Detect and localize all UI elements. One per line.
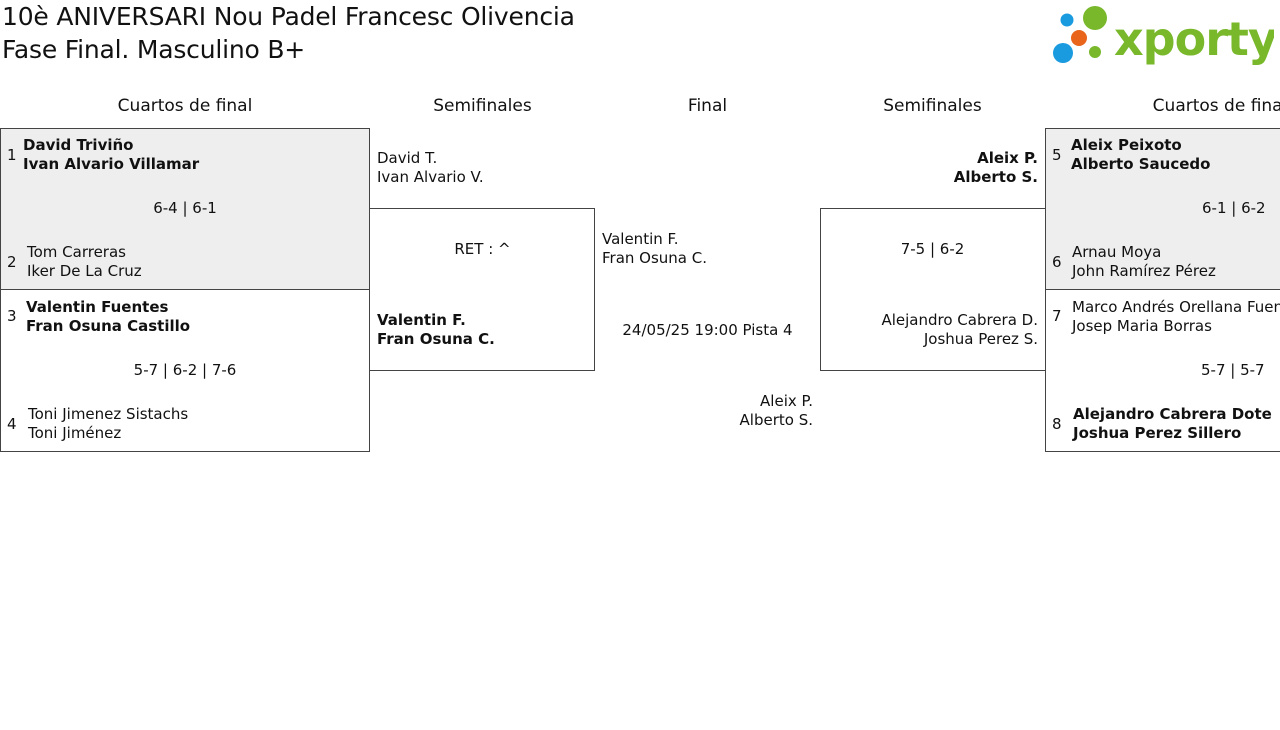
player-name: Alejandro Cabrera D. bbox=[881, 311, 1038, 329]
player-name: Fran Osuna Castillo bbox=[26, 317, 191, 335]
player-name: Alberto S. bbox=[953, 168, 1038, 186]
left-qf2-bottom-pair[interactable]: Toni Jimenez Sistachs Toni Jiménez bbox=[28, 405, 188, 443]
player-name: Josep Maria Borras bbox=[1072, 317, 1212, 335]
player-name: Valentin F. bbox=[602, 230, 679, 248]
right-qf2-bottom-pair[interactable]: Alejandro Cabrera Dote Joshua Perez Sill… bbox=[1073, 405, 1272, 443]
player-name: Aleix P. bbox=[977, 149, 1038, 167]
player-name: David Triviño bbox=[23, 136, 134, 154]
tournament-title: 10è ANIVERSARI Nou Padel Francesc Oliven… bbox=[2, 2, 575, 31]
seed-4: 4 bbox=[7, 415, 17, 433]
round-header-left-semi: Semifinales bbox=[433, 96, 532, 116]
player-name: Arnau Moya bbox=[1072, 243, 1162, 261]
player-name: Alberto S. bbox=[739, 411, 813, 429]
final-right-pair[interactable]: Aleix P. Alberto S. bbox=[740, 392, 813, 430]
svg-text:xporty: xporty bbox=[1114, 12, 1274, 65]
right-sf-top-pair[interactable]: Aleix P. Alberto S. bbox=[954, 149, 1038, 187]
player-name: Aleix P. bbox=[760, 392, 813, 410]
left-qf1-top-pair[interactable]: David Triviño Ivan Alvario Villamar bbox=[23, 136, 199, 174]
seed-3: 3 bbox=[7, 307, 17, 325]
player-name: Valentin F. bbox=[377, 311, 466, 329]
seed-7: 7 bbox=[1052, 307, 1062, 325]
round-header-right-semi: Semifinales bbox=[883, 96, 982, 116]
round-header-final: Final bbox=[687, 96, 728, 116]
player-name: Ivan Alvario Villamar bbox=[23, 155, 200, 173]
seed-8: 8 bbox=[1052, 415, 1062, 433]
player-name: Marco Andrés Orellana Fuentes bbox=[1072, 298, 1280, 316]
right-sf-score: 7-5 | 6-2 bbox=[900, 240, 965, 258]
left-qf1-score: 6-4 | 6-1 bbox=[153, 199, 217, 217]
player-name: Fran Osuna C. bbox=[602, 249, 708, 267]
left-sf-match[interactable] bbox=[369, 208, 595, 371]
xporty-logo[interactable]: xporty bbox=[1052, 5, 1279, 66]
player-name: Alejandro Cabrera Dote bbox=[1073, 405, 1272, 423]
round-header-left-quarter: Cuartos de final bbox=[117, 96, 253, 116]
seed-6: 6 bbox=[1052, 253, 1062, 271]
right-qf1-top-pair[interactable]: Aleix Peixoto Alberto Saucedo bbox=[1071, 136, 1210, 174]
player-name: Fran Osuna C. bbox=[377, 330, 495, 348]
left-sf-top-pair[interactable]: David T. Ivan Alvario V. bbox=[377, 149, 484, 187]
player-name: Aleix Peixoto bbox=[1071, 136, 1182, 154]
player-name: John Ramírez Pérez bbox=[1072, 262, 1216, 280]
final-left-pair[interactable]: Valentin F. Fran Osuna C. bbox=[602, 230, 707, 268]
right-qf2-score: 5-7 | 5-7 bbox=[1201, 361, 1265, 379]
round-header-right-quarter: Cuartos de final bbox=[1152, 96, 1280, 116]
player-name: Toni Jimenez Sistachs bbox=[28, 405, 189, 423]
seed-2: 2 bbox=[7, 253, 17, 271]
xporty-logo-icon: xporty bbox=[1053, 6, 1279, 66]
player-name: Alberto Saucedo bbox=[1071, 155, 1211, 173]
player-name: Iker De La Cruz bbox=[27, 262, 142, 280]
player-name: Joshua Perez S. bbox=[923, 330, 1038, 348]
left-qf2-score: 5-7 | 6-2 | 7-6 bbox=[133, 361, 237, 379]
right-qf1-score: 6-1 | 6-2 bbox=[1202, 199, 1266, 217]
final-schedule: 24/05/25 19:00 Pista 4 bbox=[622, 321, 793, 339]
seed-1: 1 bbox=[7, 146, 17, 164]
player-name: Tom Carreras bbox=[27, 243, 126, 261]
player-name: Valentin Fuentes bbox=[26, 298, 169, 316]
left-qf1-bottom-pair[interactable]: Tom Carreras Iker De La Cruz bbox=[27, 243, 142, 281]
player-name: Ivan Alvario V. bbox=[377, 168, 484, 186]
right-qf1-match[interactable] bbox=[1045, 128, 1280, 290]
left-sf-bottom-pair[interactable]: Valentin F. Fran Osuna C. bbox=[377, 311, 495, 349]
player-name: Toni Jiménez bbox=[28, 424, 122, 442]
right-qf1-bottom-pair[interactable]: Arnau Moya John Ramírez Pérez bbox=[1072, 243, 1216, 281]
left-qf1-match[interactable] bbox=[0, 128, 370, 290]
right-qf2-top-pair[interactable]: Marco Andrés Orellana Fuentes Josep Mari… bbox=[1072, 298, 1280, 336]
player-name: Joshua Perez Sillero bbox=[1073, 424, 1242, 442]
player-name: David T. bbox=[377, 149, 438, 167]
left-qf2-top-pair[interactable]: Valentin Fuentes Fran Osuna Castillo bbox=[26, 298, 190, 336]
left-sf-score: RET : ^ bbox=[454, 240, 511, 258]
phase-title: Fase Final. Masculino B+ bbox=[2, 35, 306, 64]
seed-5: 5 bbox=[1052, 146, 1062, 164]
right-sf-bottom-pair[interactable]: Alejandro Cabrera D. Joshua Perez S. bbox=[881, 311, 1038, 349]
right-qf2-match[interactable] bbox=[1045, 289, 1280, 452]
